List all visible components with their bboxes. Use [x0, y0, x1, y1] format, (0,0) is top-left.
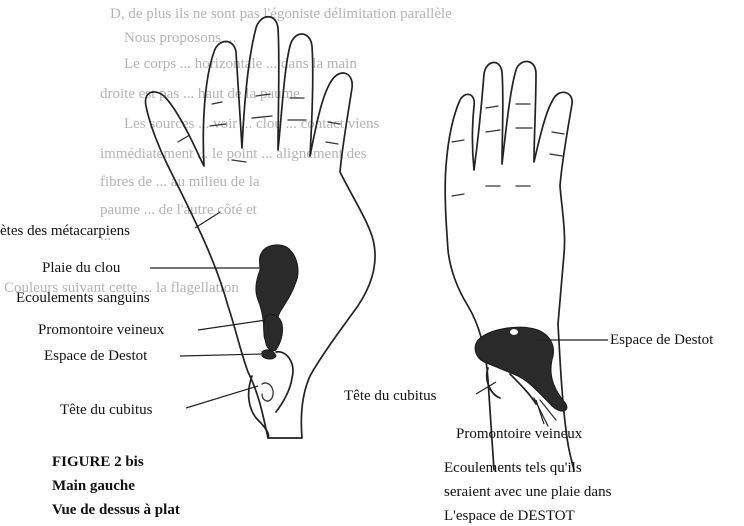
caption-line-1: FIGURE 2 bis [52, 454, 144, 470]
ghost-line-8: paume ... de l'autre côté et [100, 202, 258, 218]
note-line-2: seraient avec une plaie dans [444, 484, 612, 500]
flow-note: Ecoulements tels qu'ils seraient avec un… [444, 460, 612, 524]
label-destot-space: Espace de Destot [44, 348, 148, 364]
label-venous-promontory: Promontoire veineux [38, 322, 165, 338]
label-ulna-head: Tête du cubitus [60, 402, 153, 418]
label-metacarpals: ètes des métacarpiens [0, 223, 130, 239]
label-nail-wound: Plaie du clou [42, 260, 121, 276]
ghost-line-7: fibres de ... au milieu de la [100, 174, 260, 190]
label-blood-flows: Ecoulements sanguins [16, 290, 150, 306]
caption-line-2: Main gauche [52, 478, 135, 494]
right-crease-8 [452, 194, 464, 196]
right-hand-drawing [445, 61, 574, 470]
left-ulna-inner [262, 383, 273, 401]
figure-caption: FIGURE 2 bis Main gauche Vue de dessus à… [52, 454, 180, 518]
label-right-venous-promontory: Promontoire veineux [456, 426, 583, 442]
left-crease-9 [178, 136, 188, 142]
right-crease-6 [552, 132, 564, 134]
ghost-line-3: Le corps ... horizontale ... dans la mai… [124, 56, 357, 72]
label-right-ulna-head: Tête du cubitus [344, 388, 437, 404]
ghost-line-1: D, de plus ils ne sont pas l'égoniste dé… [110, 6, 452, 22]
left-destot-space [262, 350, 276, 359]
right-crease-3 [486, 130, 500, 132]
right-crease-2 [486, 106, 498, 108]
left-hand-labels: ètes des métacarpiens Plaie du clou Ecou… [0, 216, 266, 418]
left-crease-1 [212, 102, 222, 104]
note-line-1: Ecoulements tels qu'ils [444, 460, 582, 476]
leader-destot-space [180, 354, 262, 356]
left-venous-promontory [264, 314, 283, 350]
left-hand-drawing [145, 17, 375, 438]
left-ulna-head [249, 352, 293, 438]
label-right-destot-space: Espace de Destot [610, 332, 714, 348]
right-crease-1 [452, 140, 464, 142]
right-destot-highlight [510, 329, 518, 335]
left-hand-outline [145, 17, 375, 438]
background-ghost-text: D, de plus ils ne sont pas l'égoniste dé… [4, 6, 452, 296]
left-crease-8 [326, 142, 338, 144]
note-line-3: L'espace de DESTOT [444, 508, 575, 524]
caption-line-3: Vue de dessus à plat [52, 502, 180, 518]
right-crease-7 [550, 154, 562, 156]
leader-ulna-head [186, 386, 258, 408]
